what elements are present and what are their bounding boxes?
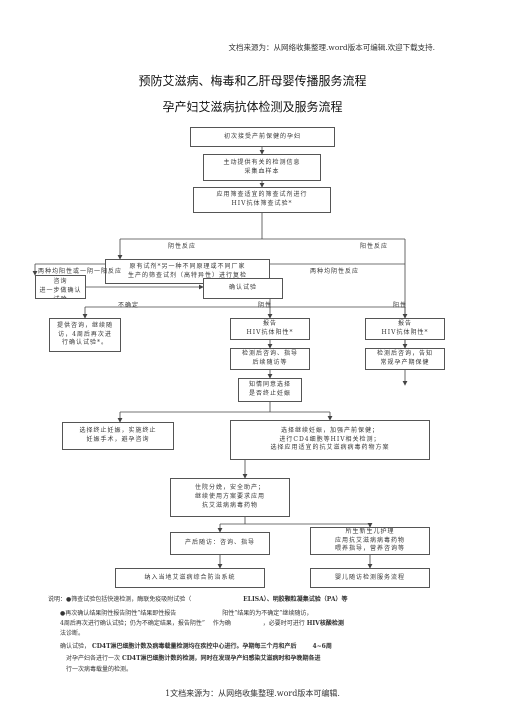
flow-box-provide-info: 主动提供有关的检测信息 采集血样本 [203,154,321,181]
flow-box-positive-counseling: 提供阳性初筛咨询 进一步做确认试验 [35,275,86,299]
flow-box-infant-follow-up: 婴儿随访检测服务流程 [310,568,430,588]
flow-box-report-negative: 报告 HIV抗体阴性* [365,318,445,340]
flow-box-screening-test: 应用筛查适宜的筛查试剂进行 HIV抗体筛查试验* [193,187,331,213]
note-line-2: ●再次确认结果阴性报告阴性”结果即性报告 阳性”结果的为不确定”继续随访， [60,610,313,617]
flow-box-confirm-test: 确认试验 [203,278,283,299]
flow-box-informed-choice: 知情同意选择 是否终止妊娠 [238,378,302,402]
label-both-positive: 两种均阳性或一阴一阳反应 [38,268,123,275]
flow-box-terminate-pregnancy: 选择终止妊娠，实施终止 妊娠手术，避孕咨询 [62,422,174,450]
footer-line: 1文档来源为：从网络收集整理.word版本可编辑. [165,689,340,698]
label-both-negative: 两种均阴性反应 [310,268,360,275]
note-line-5: 确认试验， CD4T淋巴细胞计数及病毒载量检测均在疾控中心进行。孕期每三个月和产… [60,643,332,650]
document-title: 预防艾滋病、梅毒和乙肝母婴传播服务流程 [138,74,367,88]
note-line-3: 4周后再次进行确认试验；仍为不确定结果，报告阴性” 作为确 ，必要时可进行 HI… [60,620,344,627]
label-negative: 阴性 [258,302,273,309]
flow-box-routine-care: 检测后咨询，告知 常规孕产期保健 [365,348,445,370]
flow-box-hospital-delivery: 住院分娩，安全助产； 继续使用方案要求应用 抗艾滋病病毒药物 [170,478,290,517]
document-subtitle: 孕产妇艾滋病抗体检测及服务流程 [162,100,343,114]
flow-box-post-test-guidance: 检测后咨询、指导 后续随访等 [230,348,310,370]
label-negative-reaction: 阴性反应 [168,243,197,250]
flow-box-continue-pregnancy: 选择继续妊娠，加强产前保健； 进行CD4细胞等HIV相关检测； 选择应用适宜的抗… [230,420,430,460]
flow-box-first-visit: 初次接受产前保健的孕妇 [190,127,335,147]
note-line-6: 对孕产妇各进行一次 CD4T淋巴细胞计数的检测，同时在发现孕产妇感染艾滋病时和孕… [66,655,321,662]
label-positive-reaction: 阳性反应 [360,243,389,250]
note-line-7: 行一次病毒载量的检测。 [66,666,133,673]
flow-box-postpartum-follow-up: 产后随访：咨询、指导 [170,532,270,555]
flow-box-report-positive: 报告 HIV抗体阳性* [230,318,310,340]
label-positive: 阳性 [393,302,408,309]
flow-box-local-aids-system: 纳入当地艾滋病综合防治系统 [115,568,265,588]
header-line: 文档来源为：从网络收集整理.word版本可编辑.欢迎下载支持. [228,43,435,52]
flow-box-follow-up-retest: 提供咨询，继续随 访，4周后再次进 行确认试验*。 [49,318,121,352]
label-uncertain: 不确定 [118,302,140,309]
note-line-4: 法诊断。 [60,630,85,637]
note-line-1: 说明：●筛查试验包括快速检测，酶联免疫吸附试验（ ELISA）、明胶颗粒凝集试验… [48,596,348,603]
flow-box-newborn-care: 所生新生儿护理 应用抗艾滋病病毒药物 喂养指导，营养咨询等 [310,527,430,555]
